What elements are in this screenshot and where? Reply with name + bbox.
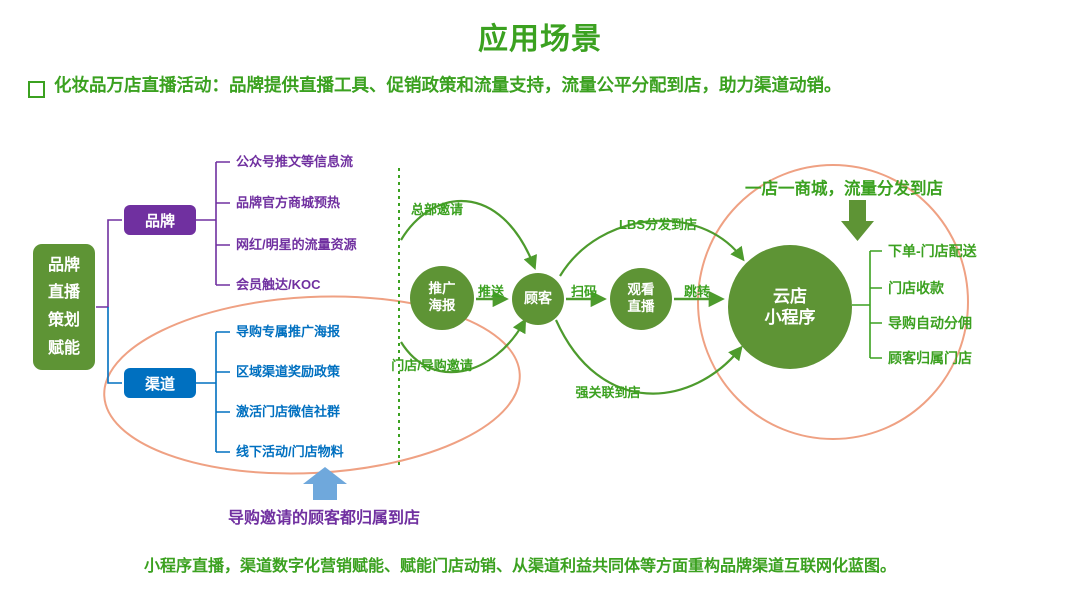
brand-live-planning-box: 品牌 直播 策划 赋能	[33, 244, 95, 370]
down-arrow-icon	[841, 200, 874, 241]
brand-item: 会员触达/KOC	[236, 277, 321, 292]
brand-tag: 品牌	[124, 205, 196, 235]
node-customer: 顾客	[512, 273, 564, 325]
edge-label-push: 推送	[477, 284, 505, 299]
curve-label-strong-link: 强关联到店	[575, 385, 641, 400]
benefit-item: 下单-门店配送	[888, 243, 977, 259]
cloud-store-highlight-circle	[697, 164, 969, 440]
channel-tag: 渠道	[124, 368, 196, 398]
node-poster: 推广 海报	[410, 266, 474, 330]
up-arrow-icon	[303, 467, 347, 500]
brand-item: 网红/明星的流量资源	[236, 237, 357, 252]
square-bullet-icon	[28, 81, 45, 98]
leftbox-brand-connector	[96, 219, 122, 308]
curve-strong-link	[554, 319, 743, 395]
benefits-bracket	[852, 250, 882, 359]
guide-invite-note: 导购邀请的顾客都归属到店	[228, 510, 421, 527]
footer-note: 小程序直播，渠道数字化营销赋能、赋能门店动销、从渠道利益共同体等方面重构品牌渠道…	[143, 558, 896, 575]
curve-store-invite	[400, 318, 527, 374]
channel-bracket	[196, 331, 230, 453]
curve-label-lbs: LBS分发到店	[618, 217, 698, 232]
leftbox-channel-connector	[107, 307, 122, 384]
benefit-item: 门店收款	[888, 280, 944, 296]
channel-item: 区域渠道奖励政策	[236, 364, 341, 379]
node-cloud-store: 云店 小程序	[728, 245, 852, 369]
edge-label-jump: 跳转	[683, 284, 711, 299]
channel-item: 激活门店微信社群	[236, 404, 341, 419]
curve-label-store-invite: 门店/导购邀请	[391, 358, 473, 373]
brand-item: 公众号推文等信息流	[236, 154, 354, 169]
channel-highlight-ellipse	[103, 295, 521, 475]
brand-bracket	[196, 161, 230, 286]
node-watch-live: 观看 直播	[610, 268, 672, 330]
channel-item: 导购专属推广海报	[236, 324, 341, 339]
curve-lbs	[559, 219, 745, 277]
subtitle-text: 化妆品万店直播活动：品牌提供直播工具、促销政策和流量支持，流量公平分配到店，助力…	[54, 75, 842, 95]
cloud-store-headline: 一店一商城，流量分发到店	[745, 180, 943, 198]
benefit-item: 导购自动分佣	[888, 315, 972, 331]
brand-item: 品牌官方商城预热	[236, 195, 341, 210]
edge-label-scan: 扫码	[570, 284, 598, 299]
page-title: 应用场景	[478, 23, 602, 56]
curve-label-hq-invite: 总部邀请	[410, 202, 464, 217]
curve-hq-invite	[400, 199, 537, 270]
benefit-item: 顾客归属门店	[888, 350, 972, 366]
channel-item: 线下活动/门店物料	[236, 444, 344, 459]
